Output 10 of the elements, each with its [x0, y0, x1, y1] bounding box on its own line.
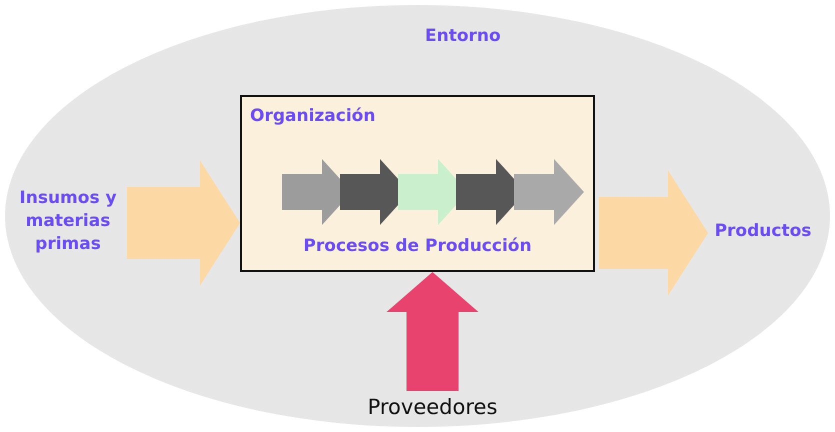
process-label: Procesos de Producción	[302, 235, 533, 258]
group-title: Entorno	[425, 25, 501, 48]
block-arrow	[386, 272, 478, 391]
supplier-label: Proveedores	[350, 393, 515, 421]
organization-box	[240, 95, 595, 272]
group-title: Organización	[250, 105, 376, 128]
block-arrow	[599, 170, 708, 296]
input-label: Insumos y materias primas	[13, 187, 123, 259]
output-label: Productos	[708, 220, 818, 246]
block-arrow	[127, 160, 240, 286]
